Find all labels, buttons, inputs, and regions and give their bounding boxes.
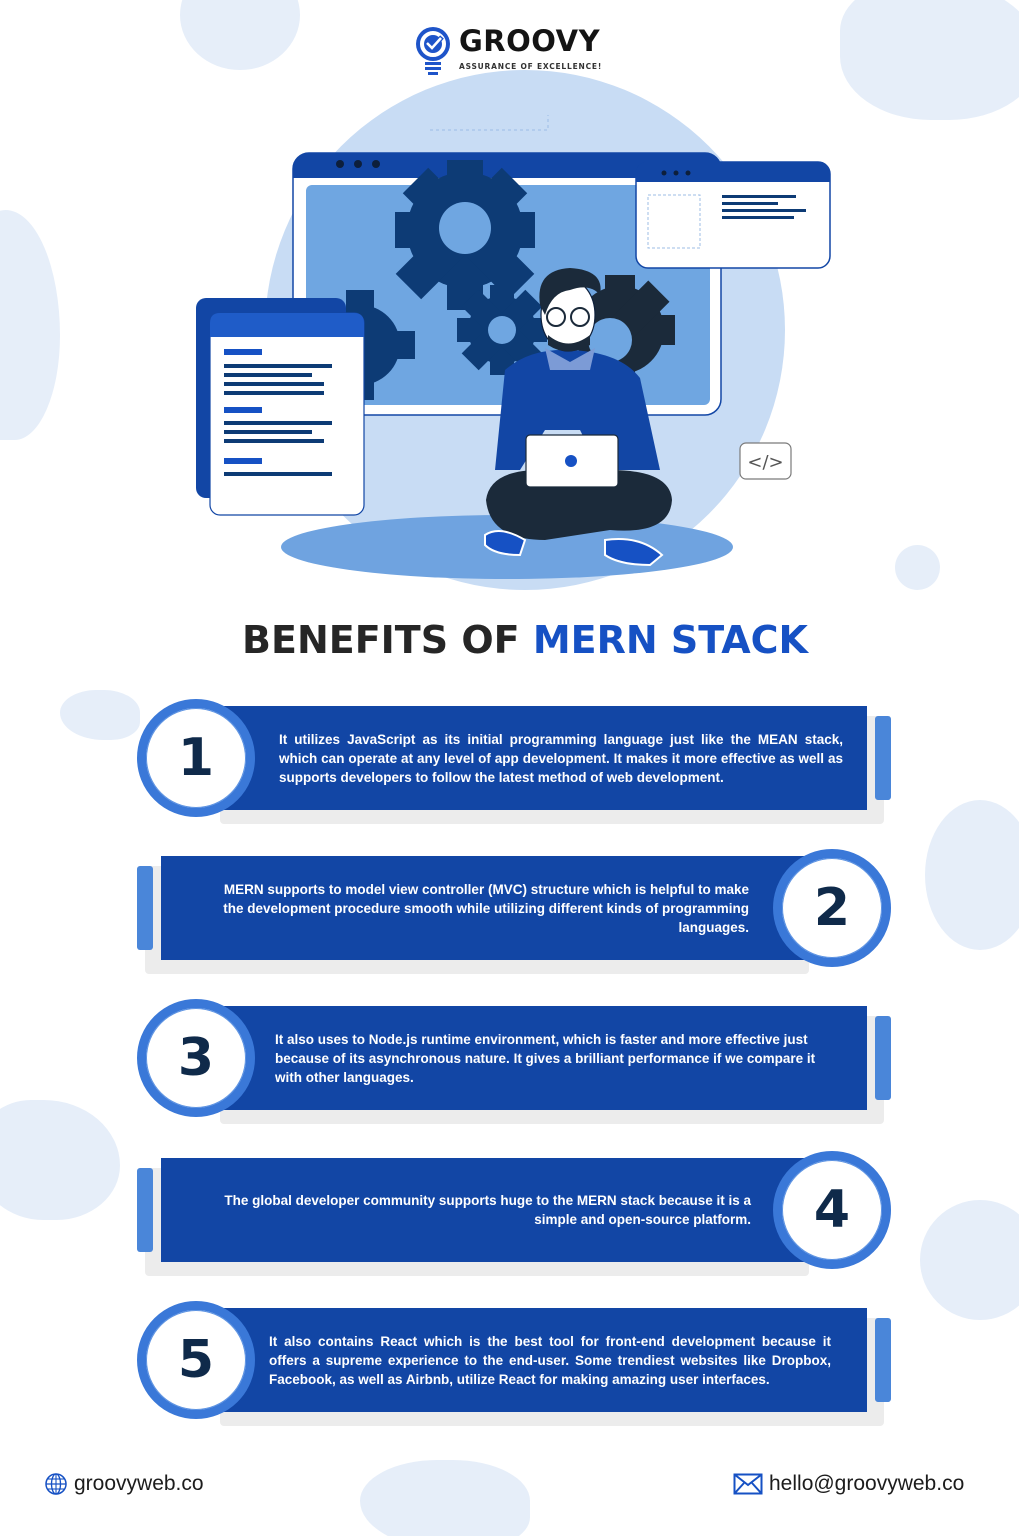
benefit-text: The global developer community supports …: [224, 1193, 751, 1227]
step-number-badge: 3: [137, 999, 255, 1117]
benefit-card-2: MERN supports to model view controller (…: [0, 849, 1019, 974]
benefit-card-1: It utilizes JavaScript as its initial pr…: [0, 699, 1019, 824]
lightbulb-check-icon: [413, 24, 453, 78]
benefit-text: It also uses to Node.js runtime environm…: [275, 1031, 816, 1085]
benefit-text: MERN supports to model view controller (…: [223, 881, 749, 935]
email-link[interactable]: hello@groovyweb.co: [733, 1472, 964, 1496]
brand-name: GROOVY: [459, 24, 601, 58]
decor-blob: [920, 1200, 1019, 1320]
page-title: BENEFITS OF MERN STACK: [0, 618, 1019, 662]
globe-icon: [45, 1473, 67, 1495]
code-icon: </>: [747, 452, 783, 473]
title-part-accent: MERN STACK: [532, 618, 808, 662]
benefit-card-3: It also uses to Node.js runtime environm…: [0, 999, 1019, 1124]
benefit-card-4: The global developer community supports …: [0, 1151, 1019, 1276]
step-number-badge: 5: [137, 1301, 255, 1419]
step-number-badge: 2: [773, 849, 891, 967]
website-text: groovyweb.co: [74, 1472, 204, 1495]
step-number-badge: 1: [137, 699, 255, 817]
mail-icon: [733, 1473, 763, 1495]
website-link[interactable]: groovyweb.co: [44, 1472, 204, 1496]
decor-blob: [895, 545, 940, 590]
decor-blob: [360, 1460, 530, 1536]
email-text: hello@groovyweb.co: [769, 1472, 965, 1495]
decor-blob: [840, 0, 1019, 120]
decor-blob: [925, 800, 1019, 950]
brand-logo: GROOVY ASSURANCE OF EXCELLENCE!: [413, 24, 602, 78]
step-number-badge: 4: [773, 1151, 891, 1269]
developer-illustration: </>: [196, 70, 831, 590]
title-part-dark: BENEFITS OF: [242, 618, 520, 662]
benefit-text: It utilizes JavaScript as its initial pr…: [279, 731, 843, 785]
benefit-text: It also contains React which is the best…: [269, 1333, 831, 1387]
decor-blob: [60, 690, 140, 740]
benefit-card-5: It also contains React which is the best…: [0, 1301, 1019, 1426]
brand-tagline: ASSURANCE OF EXCELLENCE!: [459, 62, 603, 71]
